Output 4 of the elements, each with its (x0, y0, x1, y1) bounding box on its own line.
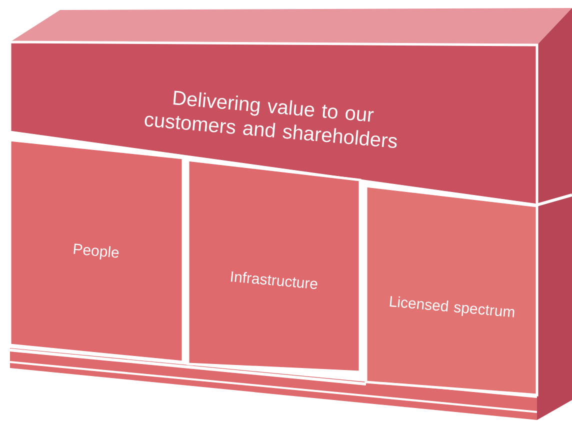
pillar: People (8, 138, 184, 364)
pillar: Licensed spectrum (364, 184, 538, 396)
roof-band: Delivering value to our customers and shareholders (8, 40, 538, 206)
pillar: Infrastructure (186, 158, 362, 374)
